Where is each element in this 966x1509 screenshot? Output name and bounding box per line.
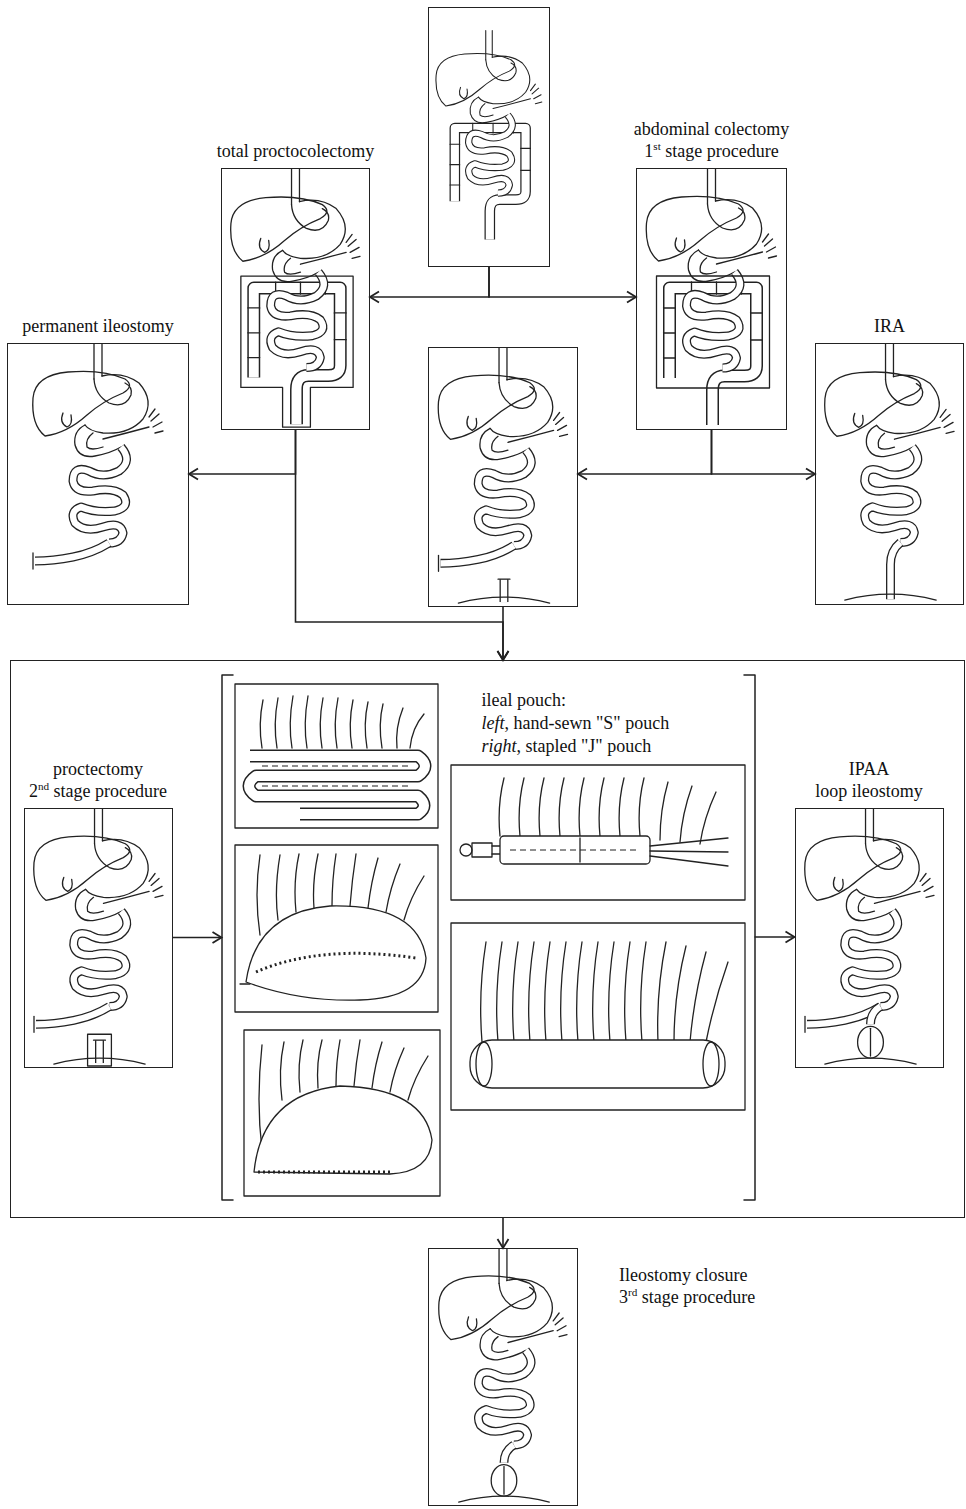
procedure-panel: IPAA loop ileostomy [795,808,944,1068]
anatomy-drawing [805,808,934,1064]
procedure-panel: proctectomy 2nd stage procedure [24,808,173,1068]
italic-word: left [482,713,505,733]
procedure-panel [428,7,550,267]
flow-arrow [489,267,636,297]
s-pouch-drawing [235,684,438,828]
anatomy-drawing [438,347,567,603]
flow-arrow [189,430,296,474]
caption-line: left, hand-sewn "S" pouch [482,712,670,735]
procedure-panel [428,347,578,607]
ordinal-suffix: st [653,140,660,152]
panel-heading: IPAA loop ileostomy [815,759,923,803]
anatomy-drawing [825,344,954,600]
pouch-group: ileal pouch:left, hand-sewn "S" pouchrig… [222,675,755,1200]
procedure-panel: permanent ileostomy [7,343,189,605]
procedure-panel: total proctocolectomy [221,168,370,430]
flow-arrow [296,430,504,660]
procedure-panel: proctectomy 2nd stage procedure ileal pou… [10,660,965,1218]
italic-word: right [482,736,517,756]
flow-arrow [370,267,489,297]
anatomy-drawing [646,168,776,425]
anatomy-drawing [436,30,542,239]
flow-arrow [173,937,222,939]
caption-line: right, stapled "J" pouch [482,735,670,758]
panel-heading: total proctocolectomy [217,141,374,163]
s-pouch-drawing [235,845,438,1012]
procedure-panel: abdominal colectomy 1st stage procedure [636,168,787,430]
pouch-caption: ileal pouch:left, hand-sewn "S" pouchrig… [482,689,670,759]
panel-heading: abdominal colectomy 1st stage procedure [634,119,789,163]
procedure-panel: IRA [815,343,964,605]
flow-arrow [712,430,816,474]
panel-heading: proctectomy 2nd stage procedure [29,759,167,803]
caption-line: ileal pouch: [482,689,670,712]
ordinal-suffix: nd [38,780,49,792]
j-pouch-drawing [451,923,745,1110]
flow-arrow [578,430,712,474]
s-pouch-drawing [244,1030,440,1196]
anatomy-drawing [439,1248,567,1502]
panel-heading: permanent ileostomy [22,316,173,338]
flow-arrow [502,1218,504,1248]
anatomy-drawing [231,169,360,427]
anatomy-drawing [34,808,163,1066]
j-pouch-drawing [451,765,745,900]
flow-arrow [755,936,795,938]
anatomy-drawing [33,343,163,569]
flow-arrow [502,607,504,660]
panel-heading: IRA [874,316,905,338]
procedure-panel: Ileostomy closure 3rd stage procedure [428,1248,578,1506]
ordinal-suffix: rd [628,1286,637,1298]
panel-heading: Ileostomy closure 3rd stage procedure [619,1265,755,1309]
pouch-bracket [222,675,755,1200]
